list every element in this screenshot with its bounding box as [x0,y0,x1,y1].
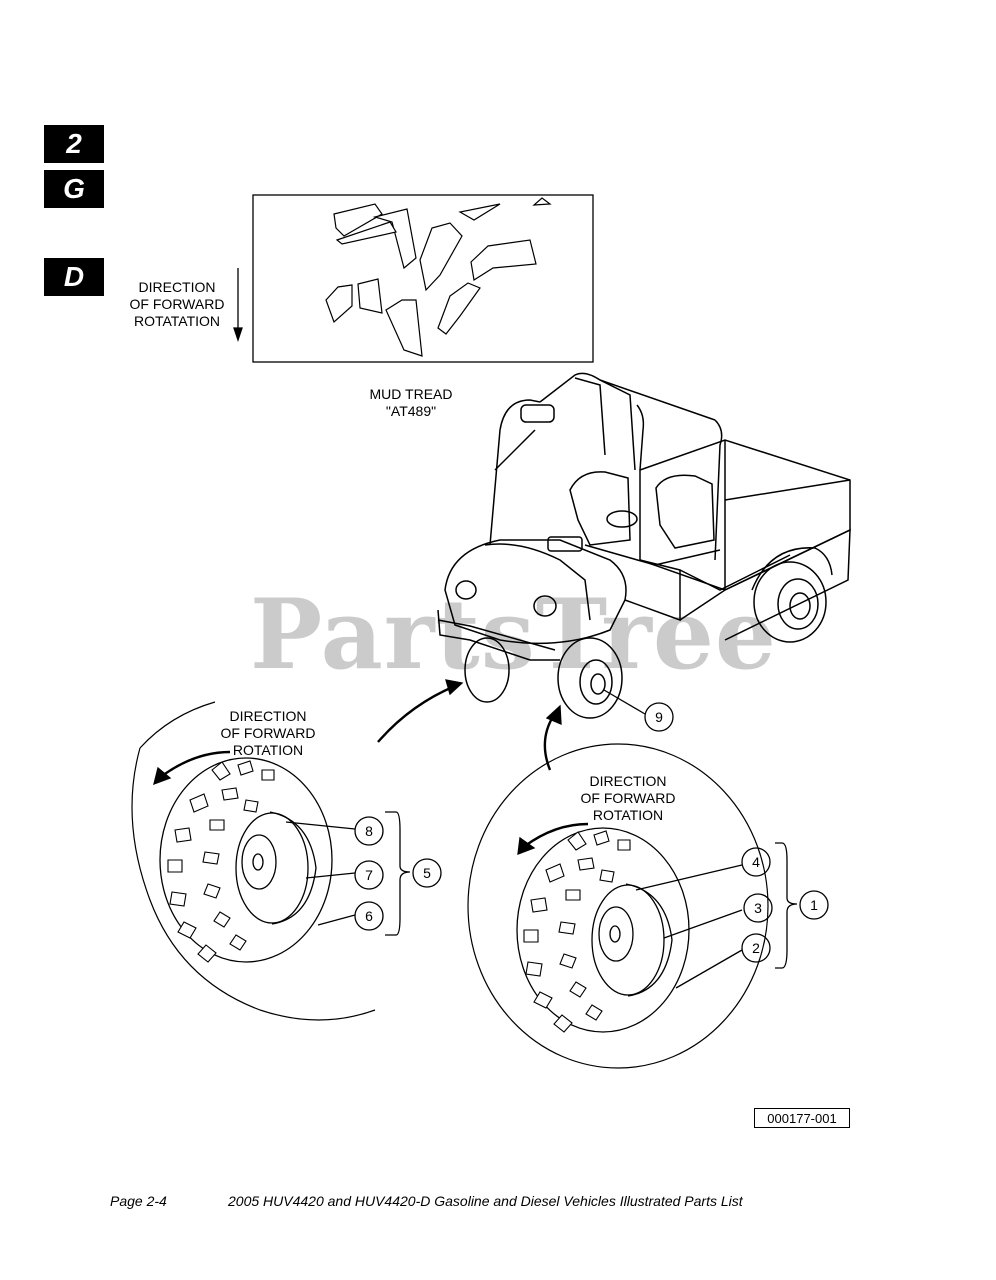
callout-2: 2 [752,940,760,956]
footer-page-number: Page 2-4 [110,1193,167,1209]
watermark: PartsTree [250,578,777,691]
callout-circle-6 [354,901,384,931]
inset-direction-label: DIRECTION OF FORWARD ROTATATION [129,279,225,329]
callout-5: 5 [423,865,431,881]
mud-tread-label: MUD TREAD "AT489" [369,386,453,419]
callout-9: 9 [655,709,663,725]
section-tab-2: 2 [44,125,104,163]
left-wheel-direction-label: DIRECTION OF FORWARD ROTATION [220,708,316,758]
callout-circle-4 [741,847,771,877]
utility-vehicle [437,372,851,719]
callout-circle-1 [799,890,829,920]
callout-circle-2 [741,933,771,963]
callout-8: 8 [365,823,373,839]
callout-7: 7 [365,867,373,883]
right-tire [516,827,690,1033]
tread-inset-box [252,194,594,363]
callout-3: 3 [754,900,762,916]
callout-circle-3 [743,893,773,923]
figure-id: 000177-001 [754,1108,850,1128]
callout-4: 4 [752,854,760,870]
section-tab-d: D [44,258,104,296]
callout-1: 1 [810,897,818,913]
right-wheel-direction-label: DIRECTION OF FORWARD ROTATION [580,773,676,823]
callout-circle-5 [412,858,442,888]
tread-blocks [325,197,552,357]
callout-6: 6 [365,908,373,924]
section-tab-g: G [44,170,104,208]
callout-circle-9 [644,702,674,732]
callout-circle-7 [354,860,384,890]
callout-circle-8 [354,816,384,846]
left-tire [159,757,333,963]
footer-title: 2005 HUV4420 and HUV4420-D Gasoline and … [228,1193,743,1209]
